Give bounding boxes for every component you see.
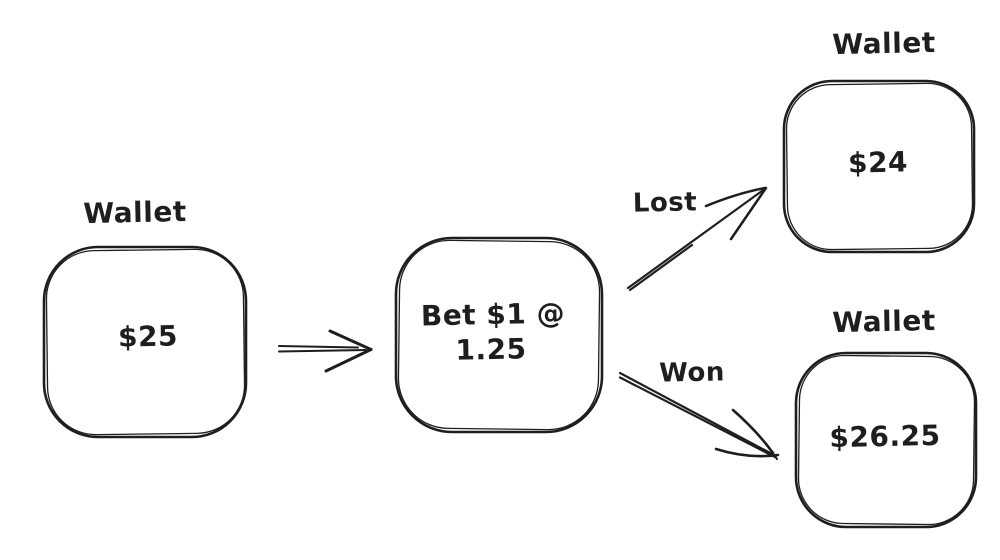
bet-text-line1: Bet $1 @ <box>420 296 566 333</box>
wallet-lost-box <box>782 79 976 254</box>
wallet-won-amount: $26.25 <box>829 418 941 455</box>
bet-box <box>394 236 604 434</box>
wallet-start-box <box>42 245 248 439</box>
wallet-won-title: Wallet <box>831 303 937 340</box>
arrow-bet-to-lost <box>626 186 768 292</box>
arrow-bet-to-won <box>618 371 780 460</box>
wallet-start-title: Wallet <box>82 194 188 231</box>
edge-label-won: Won <box>658 357 726 389</box>
wallet-start-amount: $25 <box>117 319 179 354</box>
wallet-lost-title: Wallet <box>831 25 937 62</box>
wallet-won-box <box>794 351 978 529</box>
edge-label-lost: Lost <box>632 187 698 219</box>
bet-text-line2: 1.25 <box>455 332 527 367</box>
wallet-lost-amount: $24 <box>847 145 909 180</box>
arrow-wallet-to-bet <box>278 329 373 373</box>
